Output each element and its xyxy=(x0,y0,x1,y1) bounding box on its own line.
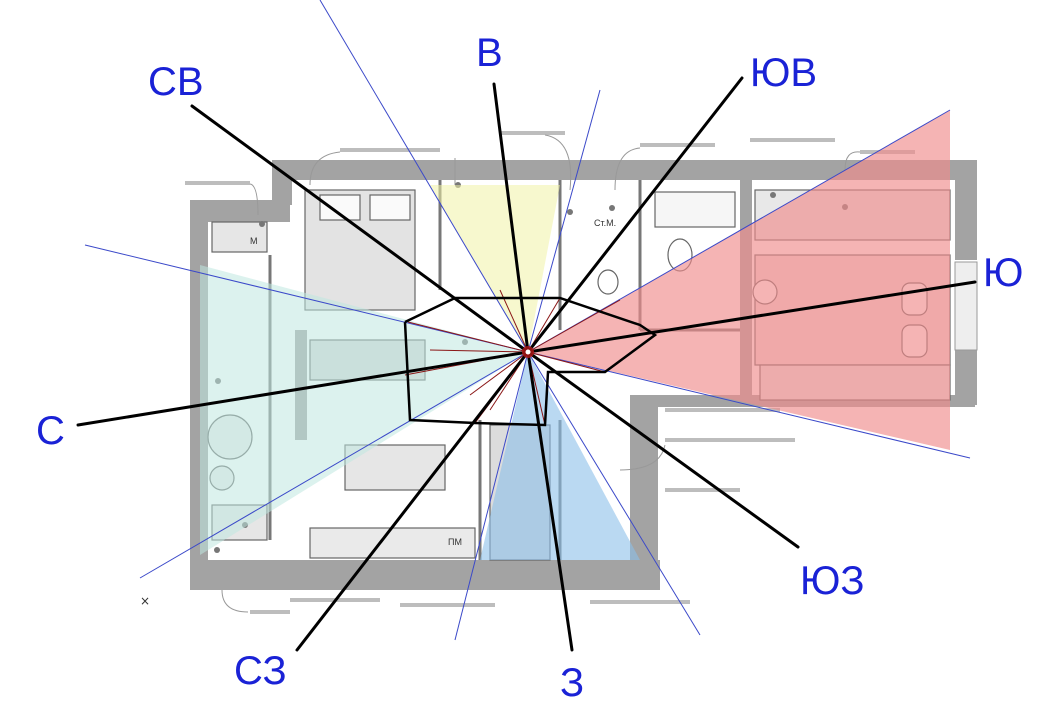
label-z: З xyxy=(560,661,584,705)
window xyxy=(954,261,978,351)
label-v: В xyxy=(476,31,503,75)
ray-w xyxy=(76,350,530,427)
label-s: С xyxy=(36,409,65,453)
ray-se xyxy=(526,350,800,549)
cross-mark: × xyxy=(140,594,150,608)
sector-teal xyxy=(200,265,528,555)
direction-labels: В ЮВ Ю ЮЗ З СЗ С СВ xyxy=(36,31,1023,705)
compass-sectors xyxy=(200,110,950,560)
label-yu: Ю xyxy=(983,251,1023,295)
label-yuz: ЮЗ xyxy=(800,559,865,603)
label-yuv: ЮВ xyxy=(750,51,817,95)
compass-center xyxy=(522,346,534,358)
ray-nw xyxy=(190,104,530,354)
compass-rays xyxy=(76,76,977,652)
ray-n xyxy=(492,82,530,354)
label-sv: СВ xyxy=(148,60,204,104)
ray-s xyxy=(526,350,574,652)
area-contour xyxy=(403,296,658,427)
annotation-dashes xyxy=(185,131,915,614)
dishwasher-label: ПМ xyxy=(448,537,462,547)
sector-blue xyxy=(480,352,640,560)
label-sz: СЗ xyxy=(234,649,287,693)
sector-red xyxy=(528,110,950,450)
ray-ne xyxy=(526,76,744,354)
ray-e xyxy=(526,280,977,354)
meter-label: М xyxy=(250,236,258,246)
riser-label: Ст.М. xyxy=(594,218,616,228)
ray-sw xyxy=(295,350,530,652)
sector-yellow xyxy=(430,185,560,352)
leader-lines xyxy=(221,134,861,613)
